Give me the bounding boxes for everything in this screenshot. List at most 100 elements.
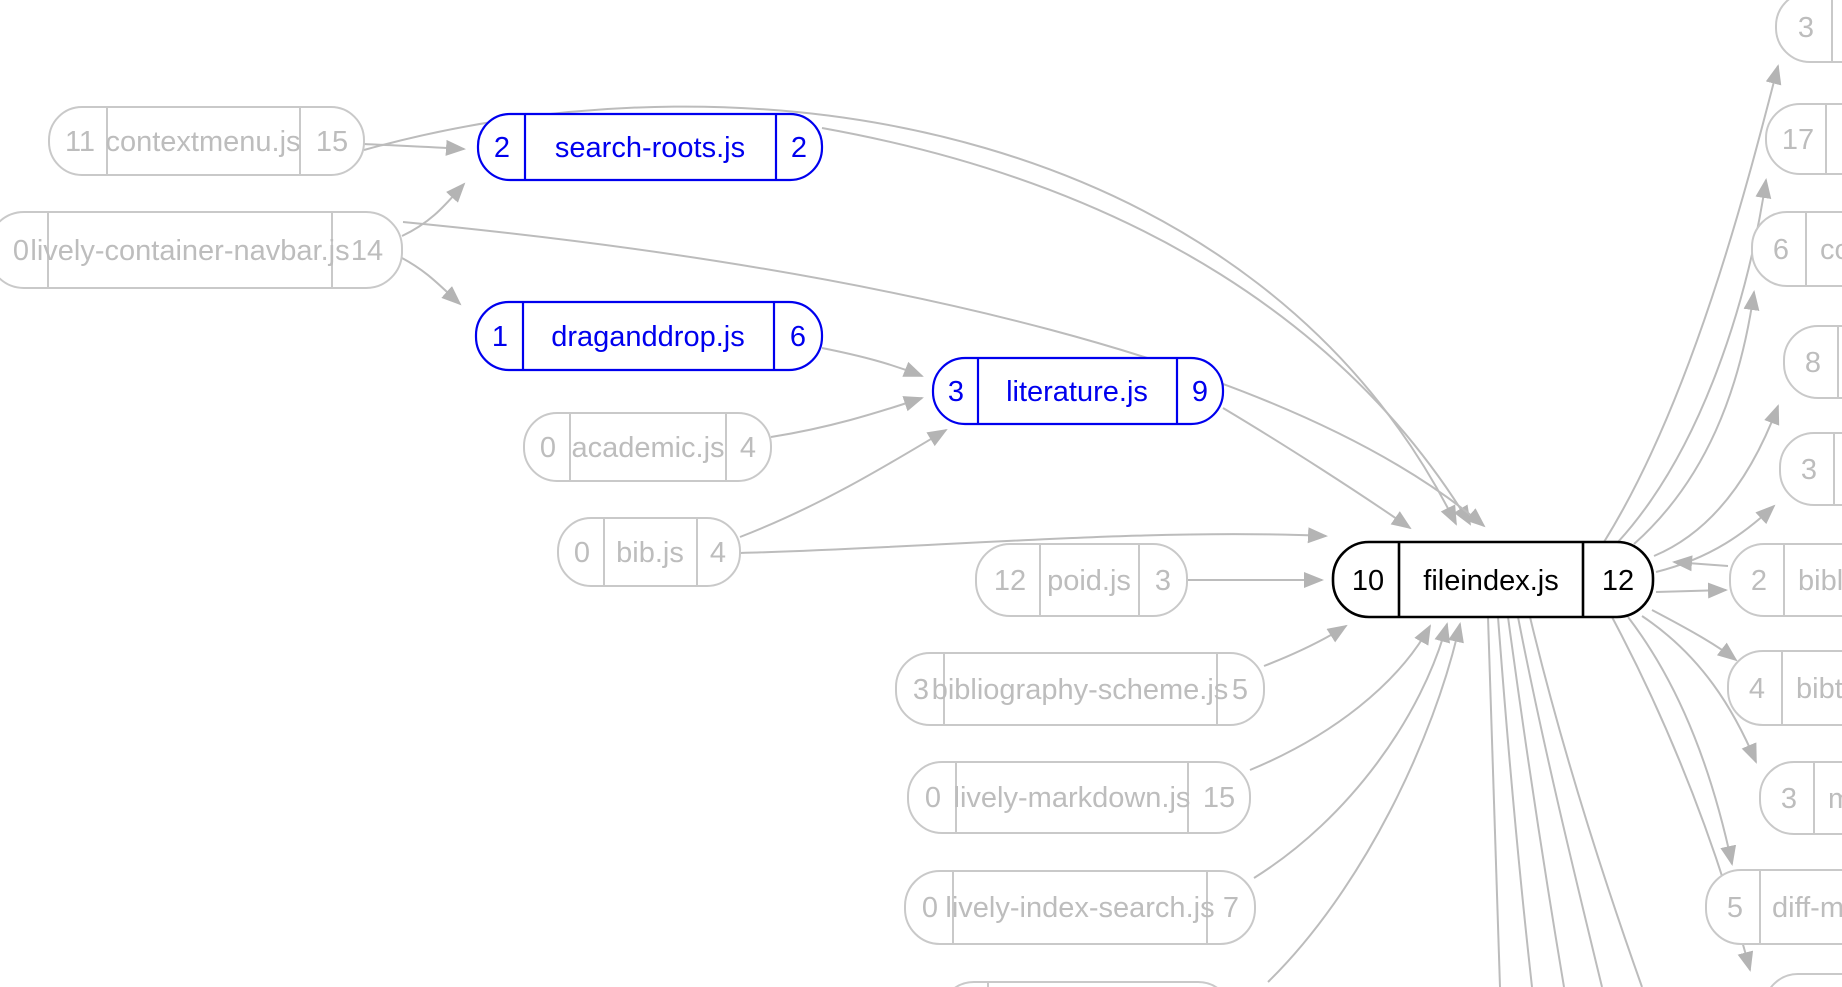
node-search-roots[interactable]: 2 search-roots.js 2 xyxy=(476,112,824,182)
node-box[interactable] xyxy=(940,981,1232,987)
node-in-count: 1 xyxy=(492,321,508,353)
node-name: co xyxy=(1820,234,1842,266)
node-fileindex[interactable]: 10 fileindex.js 12 xyxy=(1331,540,1655,619)
edge-fileindex-offscreen-3 xyxy=(1507,616,1565,987)
node-lively-index-search[interactable]: 0 lively-index-search.js 7 xyxy=(904,870,1256,945)
node-out-count: 9 xyxy=(1192,376,1208,408)
node-in-count: 3 xyxy=(948,376,964,408)
node-literature[interactable]: 3 literature.js 9 xyxy=(931,356,1225,426)
node-box[interactable] xyxy=(1783,325,1842,399)
node-in-count: 0 xyxy=(13,235,29,267)
edge-navbar-searchroots xyxy=(401,182,466,237)
node-in-count: 4 xyxy=(1749,673,1765,705)
node-box[interactable] xyxy=(1779,432,1842,506)
edge-navbar-draganddrop xyxy=(401,257,462,306)
node-box[interactable] xyxy=(1729,543,1842,617)
node-box[interactable] xyxy=(1727,650,1842,726)
node-in-count: 5 xyxy=(1727,892,1743,924)
node-poid[interactable]: 12 poid.js 3 xyxy=(975,543,1188,617)
node-in-count: 0 xyxy=(922,892,938,924)
edges-layer xyxy=(363,64,1782,987)
node-name: diff-m xyxy=(1772,892,1842,924)
node-out-count: 3 xyxy=(1155,565,1171,597)
edge-draganddrop-literature xyxy=(821,347,924,377)
node-in-count: 3 xyxy=(913,674,929,706)
edge-fileindex-right6 xyxy=(1651,609,1738,662)
node-lively-container-navbar[interactable]: 0 lively-container-navbar.js 14 xyxy=(0,211,403,289)
node-bottom-partial[interactable] xyxy=(940,981,1232,987)
edge-bottompartial-fileindex xyxy=(1267,622,1464,983)
edge-fileindex-right0 xyxy=(1603,64,1782,543)
node-box[interactable] xyxy=(1751,211,1842,287)
node-name: search-roots.js xyxy=(555,132,745,164)
edge-academic-literature xyxy=(770,396,924,438)
node-in-count: 3 xyxy=(1801,454,1817,486)
node-out-count: 4 xyxy=(740,432,756,464)
node-name: ma xyxy=(1828,783,1842,815)
node-right-partial-3[interactable]: 8 xyxy=(1783,325,1842,399)
node-out-count: 12 xyxy=(1602,565,1634,597)
node-in-count: 12 xyxy=(994,565,1026,597)
node-in-count: 17 xyxy=(1782,124,1814,156)
node-out-count: 2 xyxy=(791,132,807,164)
node-box[interactable] xyxy=(476,112,824,182)
node-name: poid.js xyxy=(1047,565,1131,597)
node-box[interactable] xyxy=(907,761,1251,834)
node-in-count: 0 xyxy=(540,432,556,464)
node-name: academic.js xyxy=(571,432,724,464)
node-right-partial-1[interactable]: 17 xyxy=(1765,103,1842,175)
node-in-count: 6 xyxy=(1773,234,1789,266)
node-academic[interactable]: 0 academic.js 4 xyxy=(523,412,772,482)
node-box[interactable] xyxy=(1775,0,1842,63)
node-bottom-right-partial[interactable] xyxy=(1764,973,1842,987)
node-box[interactable] xyxy=(1759,761,1842,835)
node-right-partial-2[interactable]: 6 co xyxy=(1751,211,1842,287)
edge-contextmenu-searchroots xyxy=(363,139,466,156)
node-box[interactable] xyxy=(931,356,1225,426)
node-box[interactable] xyxy=(0,211,403,289)
node-box[interactable] xyxy=(975,543,1188,617)
node-box[interactable] xyxy=(1331,540,1655,619)
node-lively-markdown[interactable]: 0 lively-markdown.js 15 xyxy=(907,761,1251,834)
node-box[interactable] xyxy=(1705,869,1842,945)
node-box[interactable] xyxy=(1764,973,1842,987)
node-right-partial-8[interactable]: 5 diff-m xyxy=(1705,869,1842,945)
node-bib[interactable]: 0 bib.js 4 xyxy=(557,517,741,587)
node-box[interactable] xyxy=(895,652,1265,726)
edge-fileindex-offscreen-5 xyxy=(1529,616,1643,987)
node-out-count: 4 xyxy=(710,537,726,569)
node-box[interactable] xyxy=(523,412,772,482)
node-in-count: 3 xyxy=(1781,783,1797,815)
node-right-partial-7[interactable]: 3 ma xyxy=(1759,761,1842,835)
node-contextmenu[interactable]: 11 contextmenu.js 15 xyxy=(48,106,365,176)
node-draganddrop[interactable]: 1 draganddrop.js 6 xyxy=(474,300,824,372)
edge-bib-literature xyxy=(739,428,948,538)
edge-fileindex-offscreen-4 xyxy=(1517,616,1603,987)
node-bibliography-scheme[interactable]: 3 bibliography-scheme.js 5 xyxy=(895,652,1265,726)
edge-fileindex-right7 xyxy=(1641,615,1757,764)
node-out-count: 7 xyxy=(1223,892,1239,924)
node-right-partial-0[interactable]: 3 xyxy=(1775,0,1842,63)
node-out-count: 6 xyxy=(790,321,806,353)
node-in-count: 11 xyxy=(65,126,95,158)
node-box[interactable] xyxy=(1765,103,1842,175)
node-box[interactable] xyxy=(904,870,1256,945)
node-box[interactable] xyxy=(474,300,824,372)
node-right-partial-5[interactable]: 2 bibl xyxy=(1729,543,1842,617)
node-name: contextmenu.js xyxy=(105,126,300,158)
node-right-partial-4[interactable]: 3 xyxy=(1779,432,1842,506)
node-right-partial-6[interactable]: 4 bibt xyxy=(1727,650,1842,726)
edge-fileindex-right1 xyxy=(1617,178,1772,543)
edge-fileindex-right3 xyxy=(1653,404,1780,557)
node-name: bib.js xyxy=(616,537,684,569)
node-name: lively-container-navbar.js xyxy=(30,235,349,267)
node-name: bibt xyxy=(1796,673,1842,705)
node-box[interactable] xyxy=(48,106,365,176)
node-in-count: 10 xyxy=(1352,565,1384,597)
edge-livelymarkdown-fileindex xyxy=(1249,624,1431,771)
node-in-count: 3 xyxy=(1798,12,1814,44)
edge-bibliographyscheme-fileindex xyxy=(1263,624,1348,667)
